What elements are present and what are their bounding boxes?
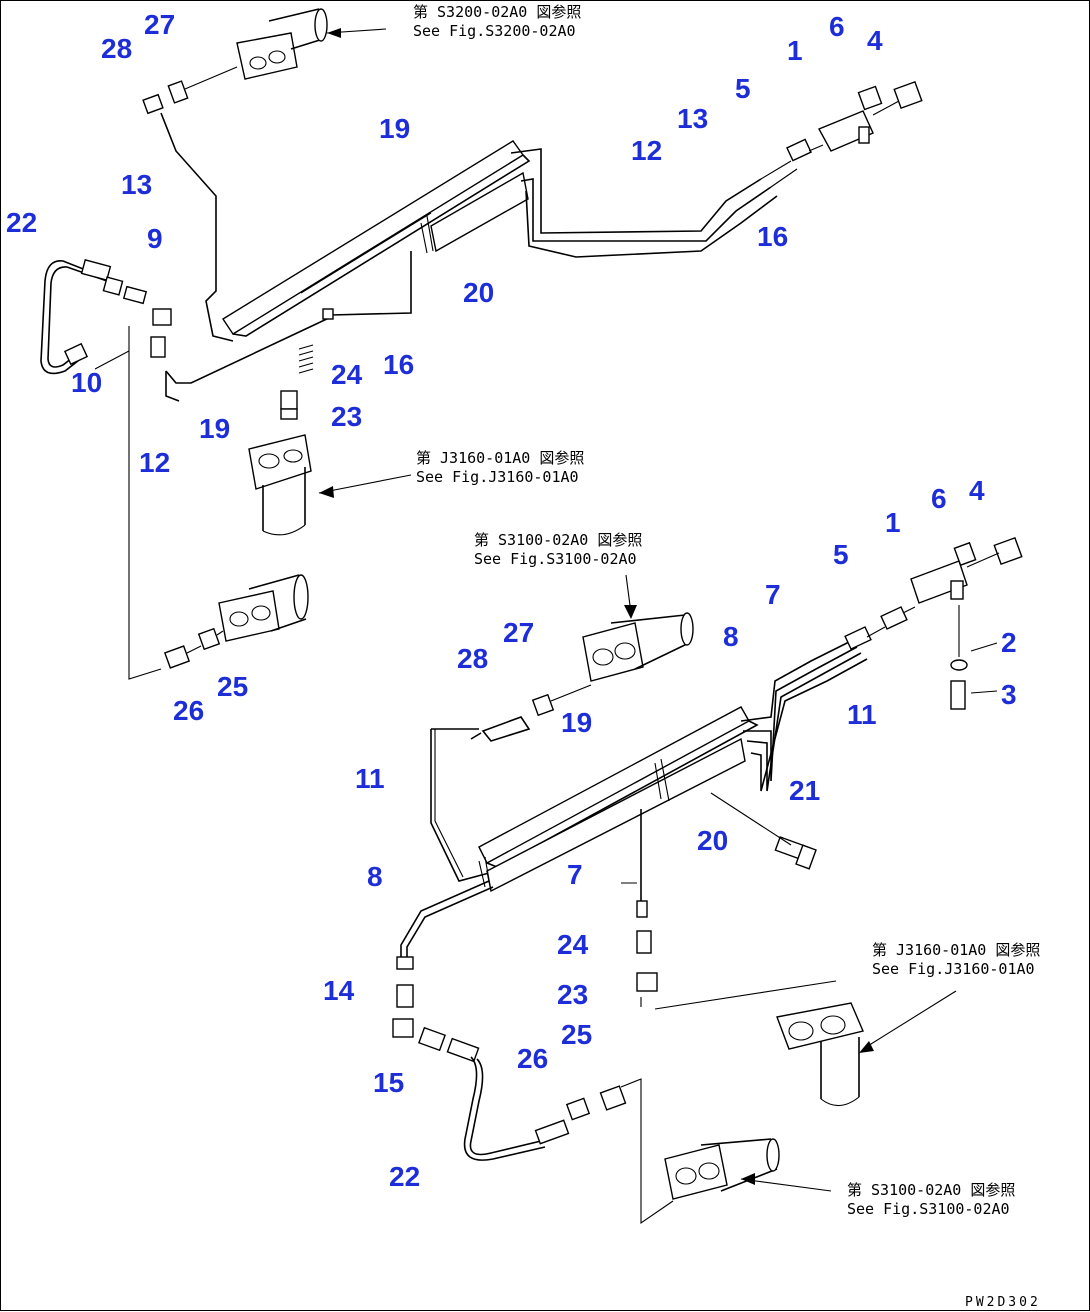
callout-7b: 7 xyxy=(567,859,583,890)
callout-12b: 12 xyxy=(139,447,171,478)
callout-7: 7 xyxy=(765,579,781,610)
reference-note-1: 第 S3200-02A0 図参照 See Fig.S3200-02A0 xyxy=(413,3,581,41)
reference-jp: 第 J3160-01A0 図参照 xyxy=(416,449,585,467)
callout-14: 14 xyxy=(323,975,355,1006)
callout-19b: 19 xyxy=(199,413,231,444)
callout-8: 8 xyxy=(723,621,739,652)
reference-en: See Fig.S3100-02A0 xyxy=(474,550,637,568)
callout-27: 27 xyxy=(144,9,176,40)
reference-note-5: 第 S3100-02A0 図参照 See Fig.S3100-02A0 xyxy=(847,1181,1015,1219)
reference-jp: 第 J3160-01A0 図参照 xyxy=(872,941,1041,959)
callout-16b: 16 xyxy=(383,349,415,380)
callout-28: 28 xyxy=(101,33,133,64)
callout-26b: 26 xyxy=(517,1043,549,1074)
callout-5: 5 xyxy=(735,73,751,104)
callout-26: 26 xyxy=(173,695,205,726)
callout-28b: 28 xyxy=(457,643,489,674)
callout-1b: 1 xyxy=(885,507,901,538)
callout-15: 15 xyxy=(373,1067,405,1098)
callout-19: 19 xyxy=(379,113,411,144)
callout-10: 10 xyxy=(71,367,103,398)
callout-6b: 6 xyxy=(931,483,947,514)
callout-23: 23 xyxy=(331,401,363,432)
callout-24: 24 xyxy=(331,359,363,390)
callout-4: 4 xyxy=(867,25,883,56)
callout-6: 6 xyxy=(829,11,845,42)
callout-8b: 8 xyxy=(367,861,383,892)
callout-19c: 19 xyxy=(561,707,593,738)
callout-11: 11 xyxy=(847,699,877,730)
callout-21: 21 xyxy=(789,775,821,806)
reference-en: See Fig.S3100-02A0 xyxy=(847,1200,1010,1218)
reference-en: See Fig.J3160-01A0 xyxy=(416,468,579,486)
callout-27b: 27 xyxy=(503,617,535,648)
callout-25b: 25 xyxy=(561,1019,593,1050)
callout-4b: 4 xyxy=(969,475,985,506)
reference-note-3: 第 S3100-02A0 図参照 See Fig.S3100-02A0 xyxy=(474,531,642,569)
reference-jp: 第 S3100-02A0 図参照 xyxy=(474,531,643,549)
callout-13: 13 xyxy=(677,103,709,134)
reference-note-4: 第 J3160-01A0 図参照 See Fig.J3160-01A0 xyxy=(872,941,1040,979)
callout-24b: 24 xyxy=(557,929,589,960)
reference-en: See Fig.S3200-02A0 xyxy=(413,22,576,40)
callout-5b: 5 xyxy=(833,539,849,570)
callout-3: 3 xyxy=(1001,679,1017,710)
top-manifold xyxy=(222,140,531,337)
callout-16: 16 xyxy=(757,221,789,252)
callout-23b: 23 xyxy=(557,979,589,1010)
drawing-code: PW2D302 xyxy=(965,1295,1041,1310)
callout-20: 20 xyxy=(463,277,495,308)
reference-jp: 第 S3100-02A0 図参照 xyxy=(847,1181,1016,1199)
callout-25: 25 xyxy=(217,671,249,702)
callout-1: 1 xyxy=(787,35,803,66)
callout-9: 9 xyxy=(147,223,163,254)
callout-20b: 20 xyxy=(697,825,729,856)
callout-22b: 22 xyxy=(389,1161,421,1192)
reference-jp: 第 S3200-02A0 図参照 xyxy=(413,3,582,21)
callout-13b: 13 xyxy=(121,169,153,200)
top-left-flange xyxy=(236,8,328,80)
callout-2: 2 xyxy=(1001,627,1017,658)
bottom-manifold xyxy=(478,706,759,893)
callout-22: 22 xyxy=(6,207,38,238)
reference-note-2: 第 J3160-01A0 図参照 See Fig.J3160-01A0 xyxy=(416,449,584,487)
callout-12: 12 xyxy=(631,135,663,166)
reference-en: See Fig.J3160-01A0 xyxy=(872,960,1035,978)
callout-11b: 11 xyxy=(355,763,385,794)
